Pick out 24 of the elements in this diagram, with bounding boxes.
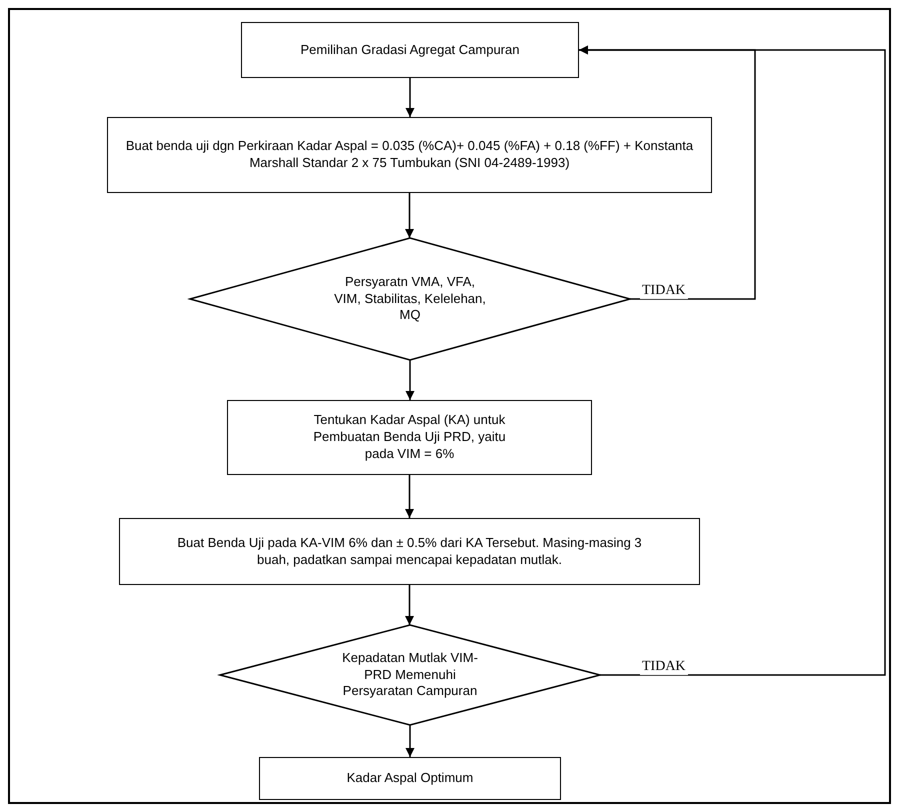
arrow <box>405 585 414 625</box>
process-box <box>107 117 712 193</box>
arrow <box>405 475 414 518</box>
node-text: Persyaratn VMA, VFA, VIM, Stabilitas, Kelelehan, MQ <box>333 274 487 324</box>
node-text: Marshall Standar 2 x 75 Tumbukan (SNI 04-2489-1993) <box>249 155 570 172</box>
edge-label: TIDAK <box>640 659 688 675</box>
arrow <box>405 193 414 238</box>
node-text: Buat Benda Uji pada KA-VIM 6% dan ± 0.5% dari KA Tersebut. Masing-masing 3 buah, padatkan sampai mencapai kepadatan mutlak. <box>176 534 643 568</box>
node-text: Buat benda uji dgn Perkiraan Kadar Aspal = 0.035 (%CA)+ 0.045 (%FA) + 0.18 (%FF) + Konstanta <box>126 138 694 155</box>
edge-label: TIDAK <box>640 283 688 299</box>
node-text: Tentukan Kadar Aspal (KA) untuk Pembuatan Benda Uji PRD, yaitu pada VIM = 6% <box>312 412 507 463</box>
node-text: Kepadatan Mutlak VIM-PRD Memenuhi Persyaratan Campuran <box>341 650 479 700</box>
process-box <box>259 757 561 800</box>
process-box <box>241 22 579 78</box>
arrow <box>406 78 414 117</box>
arrow <box>579 46 886 676</box>
decision-diamond <box>220 625 600 725</box>
arrow <box>406 360 414 400</box>
process-box <box>119 518 700 585</box>
process-box <box>227 400 592 475</box>
node-text: Pemilihan Gradasi Agregat Campuran <box>300 42 520 58</box>
arrow <box>406 725 414 757</box>
node-text: Kadar Aspal Optimum <box>346 770 474 787</box>
decision-diamond <box>190 238 630 360</box>
